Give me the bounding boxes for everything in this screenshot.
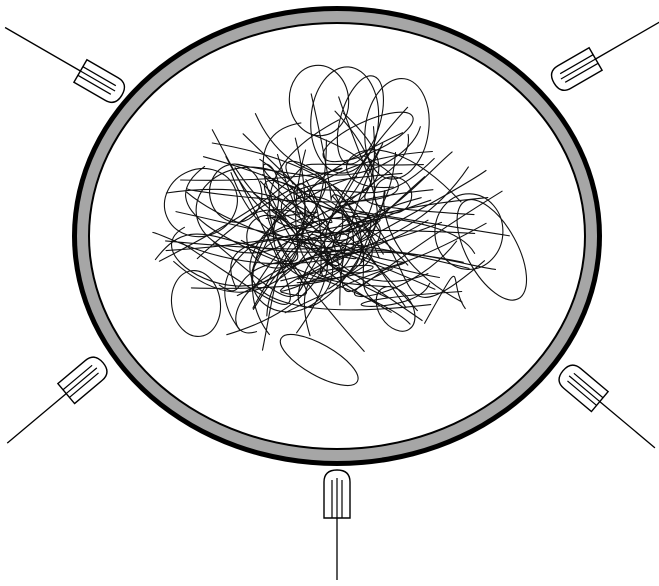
probe-top-left — [0, 16, 128, 106]
probe-bottom — [324, 470, 350, 580]
probe-top-right — [548, 9, 659, 94]
probe-wire — [7, 394, 66, 443]
probe-wire — [5, 28, 80, 72]
dish — [72, 6, 602, 466]
probe-bottom-left — [0, 353, 111, 453]
probe-wire — [596, 21, 659, 60]
probe-wire — [600, 402, 655, 448]
probe-bottom-right — [555, 361, 659, 458]
